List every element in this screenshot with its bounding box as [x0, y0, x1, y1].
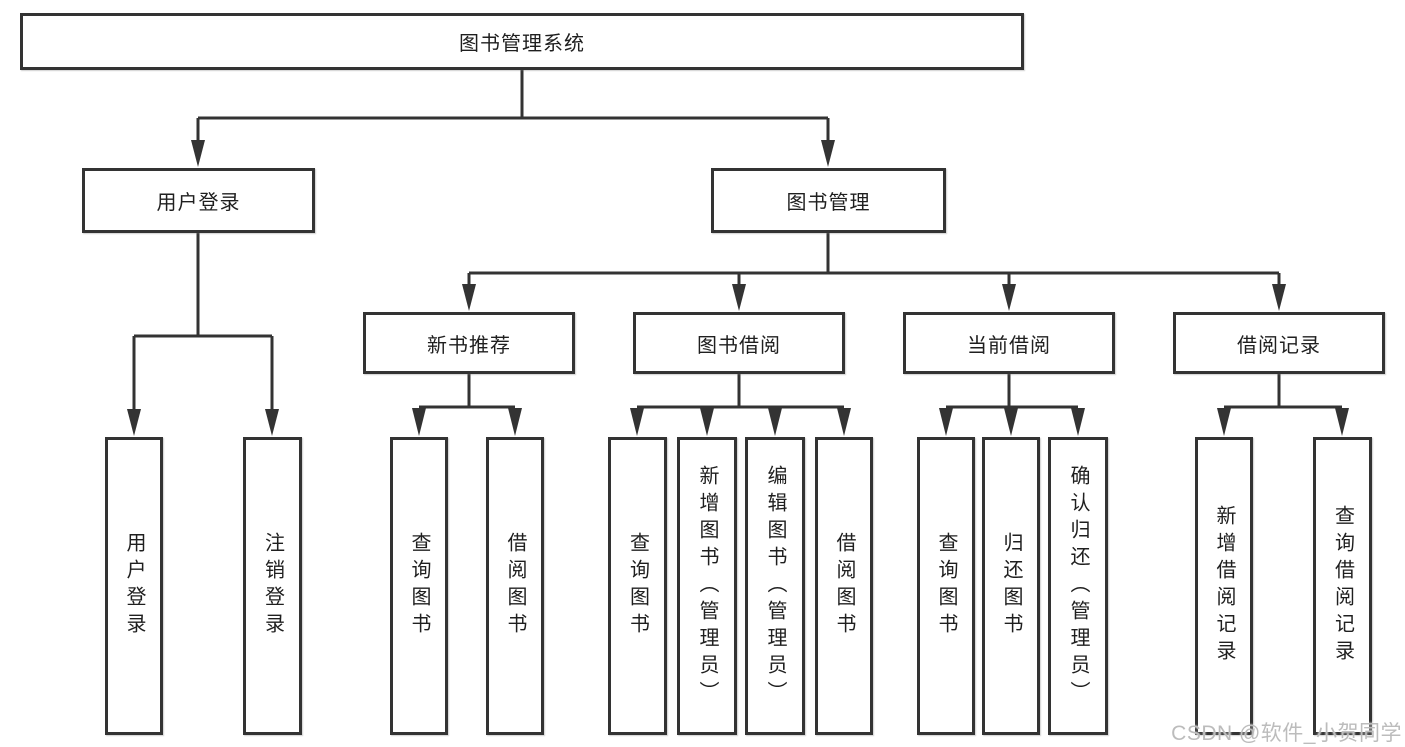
- node-label: 图书借阅: [697, 334, 781, 357]
- leaf-confirm-return-admin: 确认归还（管理员）: [1048, 437, 1108, 735]
- node-library-management-system: 图书管理系统: [20, 13, 1024, 70]
- leaf-query-books-current: 查询图书: [917, 437, 975, 735]
- leaf-label: 用户登录: [123, 532, 145, 640]
- leaf-label: 查询图书: [408, 532, 430, 640]
- leaf-label: 查询图书: [626, 532, 649, 640]
- node-label: 当前借阅: [967, 334, 1051, 357]
- leaf-query-borrow-record: 查询借阅记录: [1313, 437, 1372, 735]
- leaf-return-books: 归还图书: [982, 437, 1040, 735]
- leaf-logout: 注销登录: [243, 437, 302, 735]
- leaf-borrow-books: 借阅图书: [815, 437, 873, 735]
- node-label: 图书管理: [786, 192, 871, 214]
- leaf-add-books-admin: 新增图书（管理员）: [677, 437, 737, 735]
- node-label: 新书推荐: [427, 334, 511, 357]
- leaf-add-borrow-record: 新增借阅记录: [1195, 437, 1253, 735]
- leaf-label: 确认归还（管理员）: [1067, 464, 1089, 708]
- leaf-label: 新增借阅记录: [1213, 505, 1235, 667]
- leaf-query-books-recommend: 查询图书: [390, 437, 448, 735]
- leaf-label: 查询借阅记录: [1331, 505, 1354, 667]
- leaf-label: 新增图书（管理员）: [696, 464, 718, 708]
- leaf-edit-books-admin: 编辑图书（管理员）: [745, 437, 805, 735]
- leaf-query-books-borrow: 查询图书: [608, 437, 667, 735]
- node-label: 图书管理系统: [459, 33, 585, 55]
- leaf-label: 归还图书: [1000, 532, 1022, 640]
- node-label: 用户登录: [156, 192, 241, 214]
- leaf-label: 借阅图书: [833, 532, 855, 640]
- node-user-login: 用户登录: [82, 168, 315, 233]
- node-new-book-recommend: 新书推荐: [363, 312, 575, 374]
- leaf-user-login: 用户登录: [105, 437, 163, 735]
- node-borrow-records: 借阅记录: [1173, 312, 1385, 374]
- node-book-management: 图书管理: [711, 168, 946, 233]
- leaf-label: 注销登录: [261, 532, 284, 640]
- leaf-label: 编辑图书（管理员）: [764, 464, 786, 708]
- leaf-borrow-books-recommend: 借阅图书: [486, 437, 544, 735]
- leaf-label: 借阅图书: [504, 532, 526, 640]
- node-current-borrow: 当前借阅: [903, 312, 1115, 374]
- leaf-label: 查询图书: [935, 532, 957, 640]
- node-book-borrow: 图书借阅: [633, 312, 845, 374]
- csdn-watermark: CSDN @软件_小贺同学: [1171, 722, 1402, 745]
- node-label: 借阅记录: [1237, 334, 1321, 357]
